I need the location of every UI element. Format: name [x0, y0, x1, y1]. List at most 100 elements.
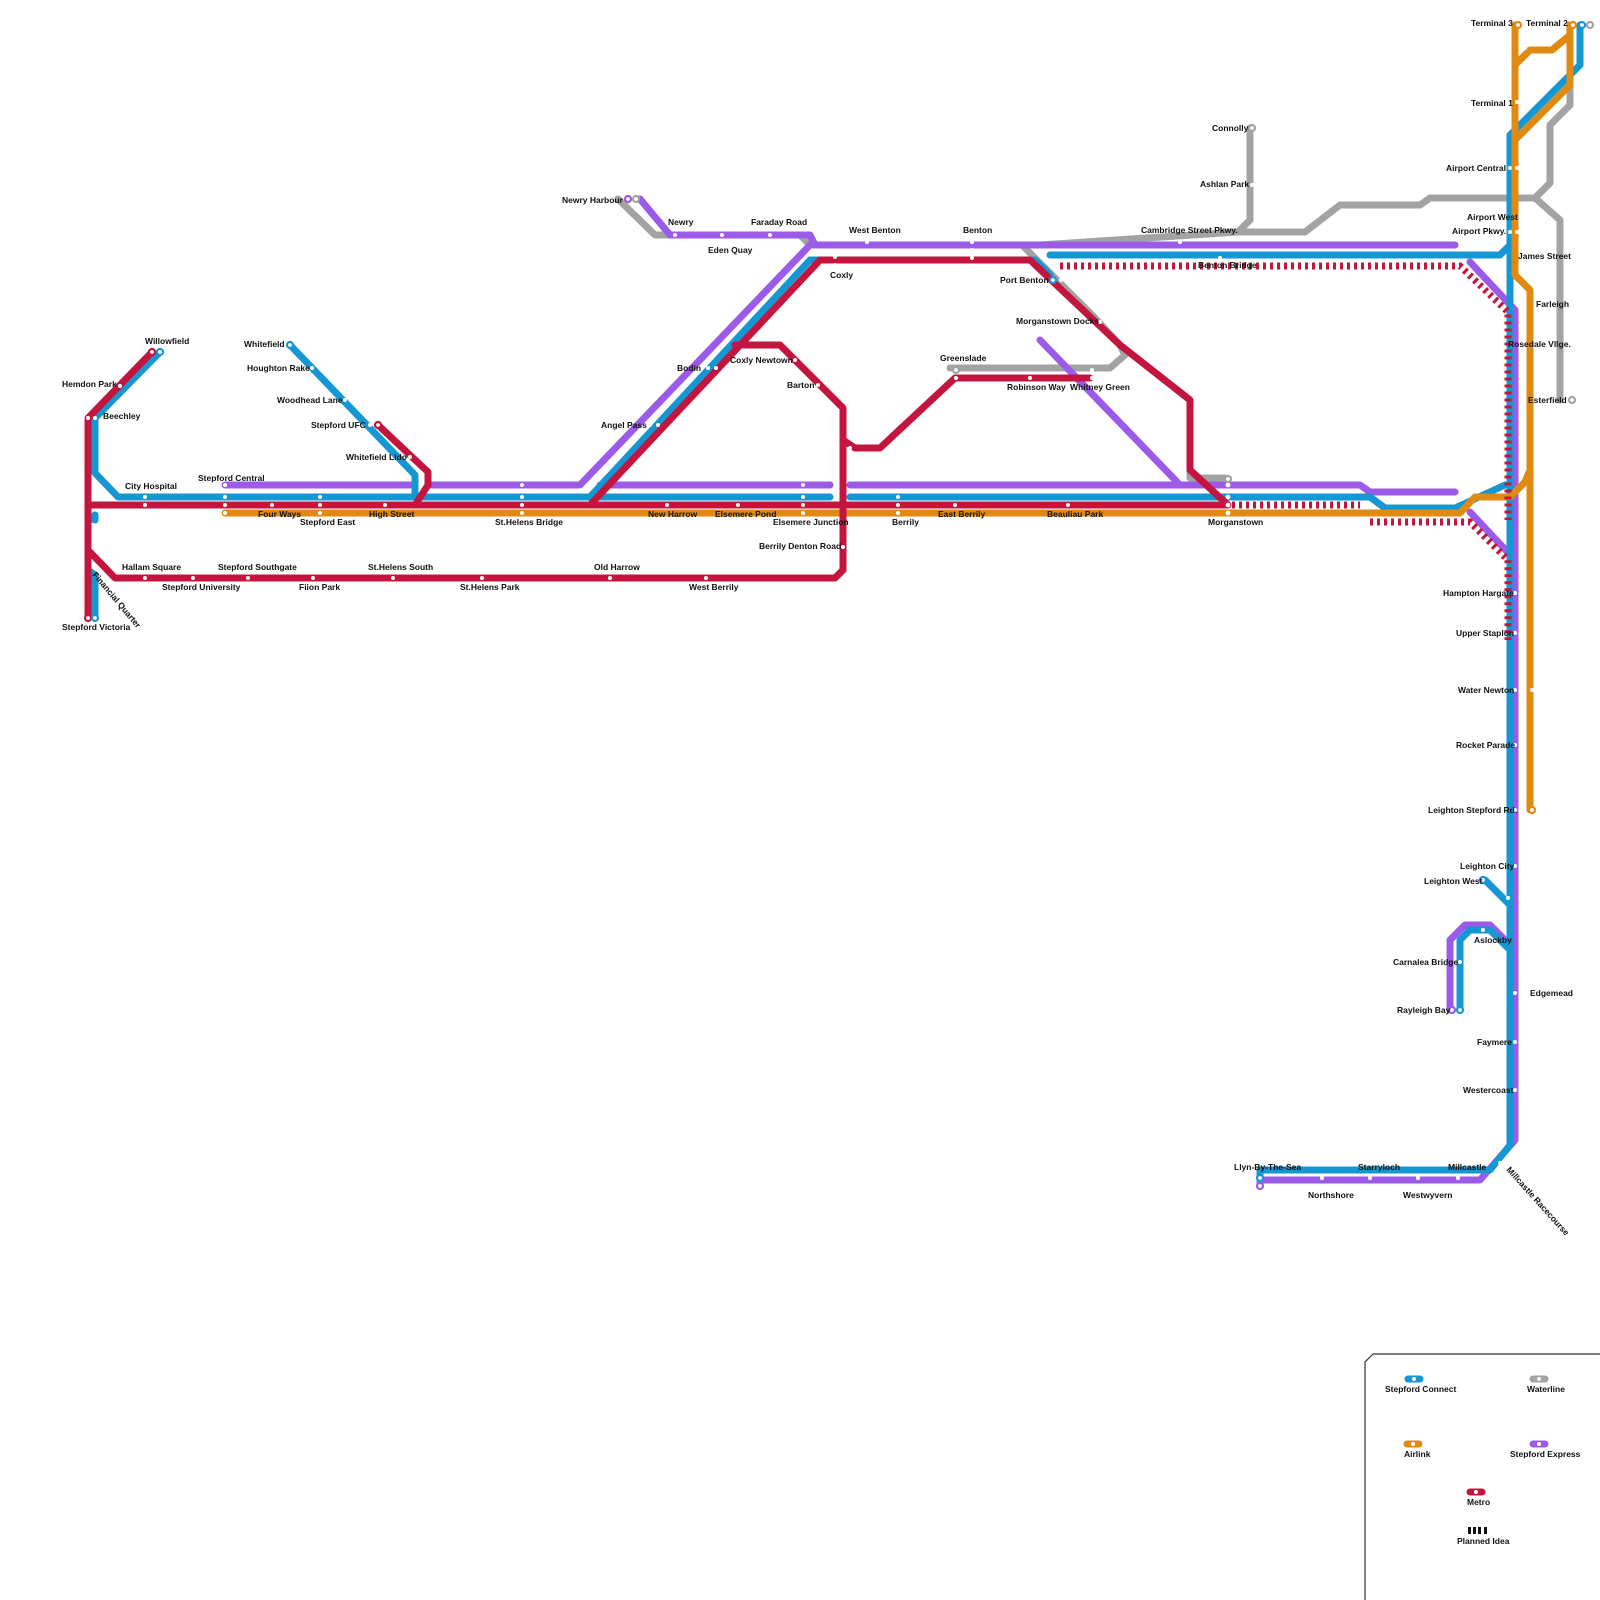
station-labels: Willowfield Hemdon Park Beechley City Ho…: [62, 18, 1573, 1238]
station-label-terminal-2[interactable]: Terminal 2: [1526, 18, 1568, 28]
station-label-berrily[interactable]: Berrily: [892, 517, 919, 527]
station-label-st-helens-south[interactable]: St.Helens South: [368, 562, 433, 572]
express-line: [225, 199, 1515, 1186]
station-label-aslockby[interactable]: Aslockby: [1474, 935, 1512, 945]
legend-item-connect: Stepford Connect: [1385, 1377, 1456, 1394]
station-label-stepford-victoria[interactable]: Stepford Victoria: [62, 622, 131, 632]
station-label-westercoast[interactable]: Westercoast: [1463, 1085, 1514, 1095]
station-label-terminal-3[interactable]: Terminal 3: [1471, 18, 1513, 28]
legend-label-connect: Stepford Connect: [1385, 1384, 1456, 1394]
station-label-northshore[interactable]: Northshore: [1308, 1190, 1354, 1200]
station-label-whitefield-lido[interactable]: Whitefield Lido: [346, 452, 407, 462]
station-label-connolly[interactable]: Connolly: [1212, 123, 1249, 133]
station-label-upper-staplon[interactable]: Upper Staplon: [1456, 628, 1514, 638]
station-label-west-benton[interactable]: West Benton: [849, 225, 901, 235]
station-label-westwyvern[interactable]: Westwyvern: [1403, 1190, 1452, 1200]
station-label-faraday-road[interactable]: Faraday Road: [751, 217, 807, 227]
station-label-benton[interactable]: Benton: [963, 225, 992, 235]
station-label-stepford-central[interactable]: Stepford Central: [198, 473, 265, 483]
station-label-st-helens-park[interactable]: St.Helens Park: [460, 582, 520, 592]
station-markers: [78, 22, 1593, 1189]
station-label-angel-pass[interactable]: Angel Pass: [601, 420, 647, 430]
planned-metro-routes: [1060, 266, 1508, 640]
station-label-bodin[interactable]: Bodin: [677, 363, 701, 373]
station-label-terminal-1[interactable]: Terminal 1: [1471, 98, 1513, 108]
station-label-rocket-parade[interactable]: Rocket Parade: [1456, 740, 1515, 750]
station-label-leighton-city[interactable]: Leighton City: [1460, 861, 1515, 871]
legend-label-waterline: Waterline: [1527, 1384, 1565, 1394]
legend-label-express: Stepford Express: [1510, 1449, 1581, 1459]
station-label-new-harrow[interactable]: New Harrow: [648, 509, 698, 519]
station-label-water-newton[interactable]: Water Newton: [1458, 685, 1514, 695]
station-label-morganstown[interactable]: Morganstown: [1208, 517, 1263, 527]
station-label-leighton-stepford[interactable]: Leighton Stepford Rd.: [1428, 805, 1517, 815]
legend-label-planned: Planned Idea: [1457, 1536, 1510, 1546]
station-label-faymere[interactable]: Faymere: [1477, 1037, 1512, 1047]
legend-item-express: Stepford Express: [1510, 1442, 1581, 1459]
station-label-stepford-ufc[interactable]: Stepford UFC: [311, 420, 366, 430]
station-label-esterfield[interactable]: Esterfield: [1528, 395, 1567, 405]
station-label-elsemere-junction[interactable]: Elsemere Junction: [773, 517, 849, 527]
station-label-edgemead[interactable]: Edgemead: [1530, 988, 1573, 998]
station-label-houghton-rake[interactable]: Houghton Rake: [247, 363, 310, 373]
legend-item-airlink: Airlink: [1404, 1442, 1431, 1459]
station-label-four-ways[interactable]: Four Ways: [258, 509, 301, 519]
station-label-hallam-square[interactable]: Hallam Square: [122, 562, 181, 572]
station-label-stepford-east[interactable]: Stepford East: [300, 517, 355, 527]
legend-label-airlink: Airlink: [1404, 1449, 1431, 1459]
station-label-st-helens-bridge[interactable]: St.Helens Bridge: [495, 517, 563, 527]
station-label-city-hospital[interactable]: City Hospital: [125, 481, 177, 491]
station-label-willowfield[interactable]: Willowfield: [145, 336, 189, 346]
station-label-stepford-university[interactable]: Stepford University: [162, 582, 241, 592]
station-label-james-street[interactable]: James Street: [1518, 251, 1571, 261]
station-label-fiion-park[interactable]: Fiion Park: [299, 582, 340, 592]
station-label-millcastle-racecourse[interactable]: Millcastle Racecourse: [1505, 1165, 1572, 1238]
station-label-whitefield[interactable]: Whitefield: [244, 339, 285, 349]
station-label-newry[interactable]: Newry: [668, 217, 694, 227]
station-label-carnalea-bridge[interactable]: Carnalea Bridge: [1393, 957, 1458, 967]
station-label-port-benton[interactable]: Port Benton: [1000, 275, 1049, 285]
station-label-benton-bridge[interactable]: Benton Bridge: [1198, 260, 1257, 270]
station-label-rosedale[interactable]: Rosedale Vllge.: [1508, 339, 1571, 349]
station-label-hampton-hargate[interactable]: Hampton Hargate: [1443, 588, 1514, 598]
station-label-stepford-southgate[interactable]: Stepford Southgate: [218, 562, 297, 572]
legend: Stepford Connect Waterline Airlink Stepf…: [1365, 1354, 1600, 1600]
station-label-coxly-newtown[interactable]: Coxly Newtown: [730, 355, 793, 365]
legend-item-planned: Planned Idea: [1457, 1527, 1510, 1546]
airlink-line: [225, 25, 1570, 810]
station-label-whitney-green[interactable]: Whitney Green: [1070, 382, 1130, 392]
station-label-rayleigh-bay[interactable]: Rayleigh Bay: [1397, 1005, 1451, 1015]
legend-label-metro: Metro: [1467, 1497, 1490, 1507]
station-label-starryloch[interactable]: Starryloch: [1358, 1162, 1400, 1172]
station-label-high-street[interactable]: High Street: [369, 509, 415, 519]
station-label-beaulieu-park[interactable]: Beauliau Park: [1047, 509, 1103, 519]
station-label-newry-harbour[interactable]: Newry Harbour: [562, 195, 624, 205]
station-label-east-berrily[interactable]: East Berrily: [938, 509, 986, 519]
station-label-ashlan-park[interactable]: Ashlan Park: [1200, 179, 1249, 189]
station-label-robinson-way[interactable]: Robinson Way: [1007, 382, 1066, 392]
station-label-airport-pkwy[interactable]: Airport Pkwy.: [1452, 226, 1506, 236]
station-label-airport-west[interactable]: Airport West: [1467, 212, 1518, 222]
legend-item-waterline: Waterline: [1527, 1377, 1565, 1394]
station-label-airport-central[interactable]: Airport Central: [1446, 163, 1506, 173]
station-label-hemdon-park[interactable]: Hemdon Park: [62, 379, 117, 389]
station-label-woodhead-lane[interactable]: Woodhead Lane: [277, 395, 343, 405]
station-label-millcastle[interactable]: Millcastle: [1448, 1162, 1487, 1172]
station-label-llyn-by-the-sea[interactable]: Llyn-By-The-Sea: [1234, 1162, 1301, 1172]
legend-item-metro: Metro: [1467, 1490, 1490, 1507]
station-label-eden-quay[interactable]: Eden Quay: [708, 245, 753, 255]
station-label-farleigh[interactable]: Farleigh: [1536, 299, 1569, 309]
connect-line: [88, 25, 1580, 1176]
station-label-elsemere-pond[interactable]: Elsemere Pond: [715, 509, 776, 519]
station-label-berrily-denton-road[interactable]: Berrily Denton Road: [759, 541, 841, 551]
station-label-greenslade[interactable]: Greenslade: [940, 353, 987, 363]
station-label-west-berrily[interactable]: West Berrily: [689, 582, 739, 592]
station-label-leighton-west[interactable]: Leighton West: [1424, 876, 1483, 886]
station-label-beechley[interactable]: Beechley: [103, 411, 141, 421]
station-label-morganstown-docks[interactable]: Morganstown Docks: [1016, 316, 1099, 326]
station-label-old-harrow[interactable]: Old Harrow: [594, 562, 640, 572]
station-label-barton[interactable]: Barton: [787, 380, 814, 390]
station-label-cambridge-street[interactable]: Cambridge Street Pkwy.: [1141, 225, 1238, 235]
station-label-coxly[interactable]: Coxly: [830, 270, 853, 280]
